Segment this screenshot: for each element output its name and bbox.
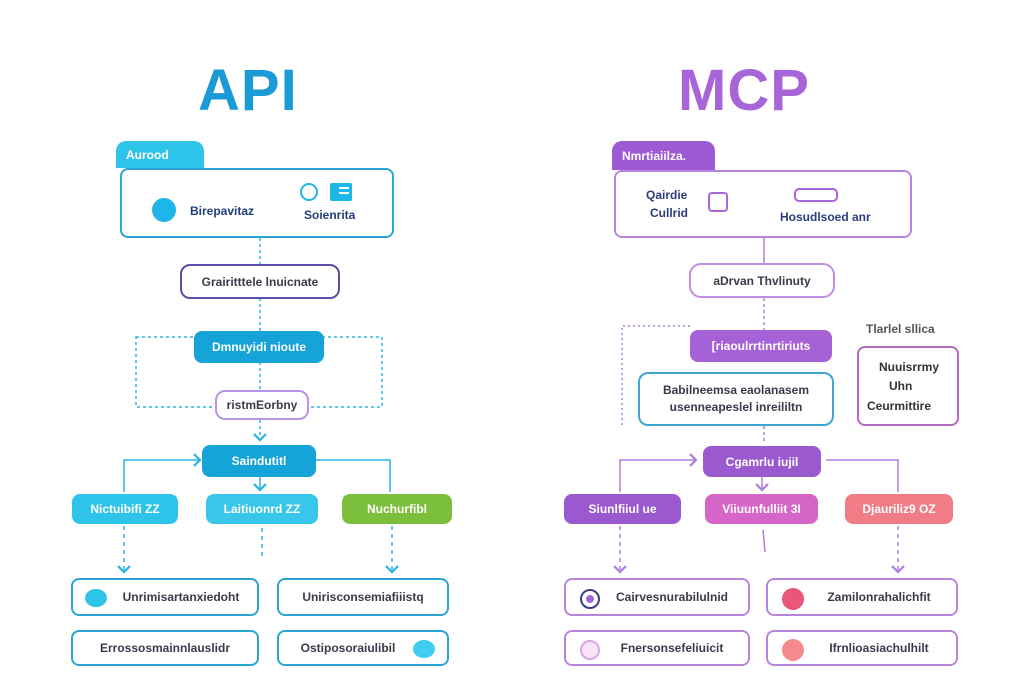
api-node-1[interactable]: Grairitttele lnuicnate [180, 264, 340, 299]
mcp-branch-2[interactable]: Viiuunfulliit 3I [705, 494, 818, 524]
api-output-1-label: Unrimisartanxiedoht [122, 590, 240, 604]
api-server-card-icon [330, 183, 352, 201]
mcp-branch-3[interactable]: Djauriliz9 OZ [845, 494, 953, 524]
mcp-node-3-line-2: usenneapeslel inreililtn [669, 400, 803, 414]
api-node-4[interactable]: Saindutitl [202, 445, 316, 477]
mcp-header-tab[interactable]: Nmrtiaiilza. [612, 141, 715, 170]
mcp-connector-mid-down [762, 529, 766, 553]
mcp-square-icon [708, 192, 728, 212]
api-branch-1[interactable]: Nictuibifi ZZ [72, 494, 178, 524]
mcp-panel-right-label: Hosudlsoed anr [780, 210, 871, 224]
mcp-output-2-label: Zamilonrahalichfit [827, 590, 931, 604]
api-output-3[interactable]: Errossosmainnlauslidr [71, 630, 259, 666]
mcp-output-2-dot-icon [782, 588, 804, 610]
api-client-panel: Birepavitaz Soienrita [120, 168, 394, 238]
mcp-output-3-circle-icon [580, 640, 600, 660]
api-output-1-dot-icon [85, 589, 107, 607]
api-output-1[interactable]: Unrimisartanxiedoht [71, 578, 259, 616]
api-output-2-label: Unirisconsemiafiiistq [302, 590, 424, 604]
mcp-output-4[interactable]: Ifrnlioasiachulhilt [766, 630, 958, 666]
mcp-panel-left-label-2: Cullrid [650, 206, 688, 220]
mcp-node-3[interactable]: Babilneemsa eaolanasem usenneapeslel inr… [638, 372, 834, 426]
api-output-2[interactable]: Unirisconsemiafiiistq [277, 578, 449, 616]
mcp-output-3[interactable]: Fnersonsefeliuicit [564, 630, 750, 666]
mcp-node-1[interactable]: aDrvan Thvlinuty [689, 263, 835, 298]
api-circle-icon [300, 183, 318, 201]
api-node-2[interactable]: Dmnuyidi nioute [194, 331, 324, 363]
mcp-output-1[interactable]: Cairvesnurabilulnid [564, 578, 750, 616]
api-node-3[interactable]: ristmEorbny [215, 390, 309, 420]
mcp-branch-1[interactable]: Siunlfiiul ue [564, 494, 681, 524]
mcp-node-4[interactable]: Cgamrlu iujil [703, 446, 821, 477]
api-client-globe-icon [152, 198, 176, 222]
mcp-pill-icon [794, 188, 838, 202]
mcp-side-box-line-1: Nuuisrrmy [879, 360, 940, 374]
mcp-panel-left-label-1: Qairdie [646, 188, 688, 202]
mcp-output-3-label: Fnersonsefeliuicit [620, 641, 724, 655]
mcp-connectors [613, 238, 905, 574]
api-output-3-label: Errossosmainnlauslidr [99, 641, 231, 655]
mcp-side-box-line-2: Uhn [889, 379, 913, 393]
mcp-connector-branch-right [826, 459, 899, 492]
mcp-side-box-line-3: Ceurmittire [867, 399, 932, 413]
mcp-node-3-line-1: Babilneemsa eaolanasem [662, 383, 810, 397]
mcp-title: MCP [678, 58, 810, 123]
api-branch-3[interactable]: Nuchurfibl [342, 494, 452, 524]
mcp-output-1-heart-icon [580, 589, 600, 609]
mcp-node-2[interactable]: [riaoulrrtinrtiriuts [690, 330, 832, 362]
mcp-output-4-dot-icon [782, 639, 804, 661]
api-header-tab[interactable]: Aurood [116, 141, 204, 168]
api-panel-right-label: Soienrita [304, 208, 356, 222]
api-connector-branch-left [123, 453, 202, 492]
mcp-client-panel: Qairdie Cullrid Hosudlsoed anr [614, 170, 912, 238]
api-branch-2[interactable]: Laitiuonrd ZZ [206, 494, 318, 524]
api-title: API [198, 58, 298, 123]
api-output-4-label: Ostiposoraiulibil [300, 641, 396, 655]
mcp-side-caption: Tlarlel sllica [866, 322, 935, 336]
api-output-4-dot-icon [413, 640, 435, 658]
api-connector-branch-right [316, 459, 391, 492]
api-panel-left-label: Birepavitaz [190, 204, 255, 218]
mcp-connector-branch-left [619, 453, 698, 492]
mcp-output-1-label: Cairvesnurabilulnid [615, 590, 729, 604]
api-output-4[interactable]: Ostiposoraiulibil [277, 630, 449, 666]
mcp-output-2[interactable]: Zamilonrahalichfit [766, 578, 958, 616]
mcp-side-box: Nuuisrrmy Uhn Ceurmittire [857, 346, 959, 426]
mcp-output-4-label: Ifrnlioasiachulhilt [829, 641, 929, 655]
